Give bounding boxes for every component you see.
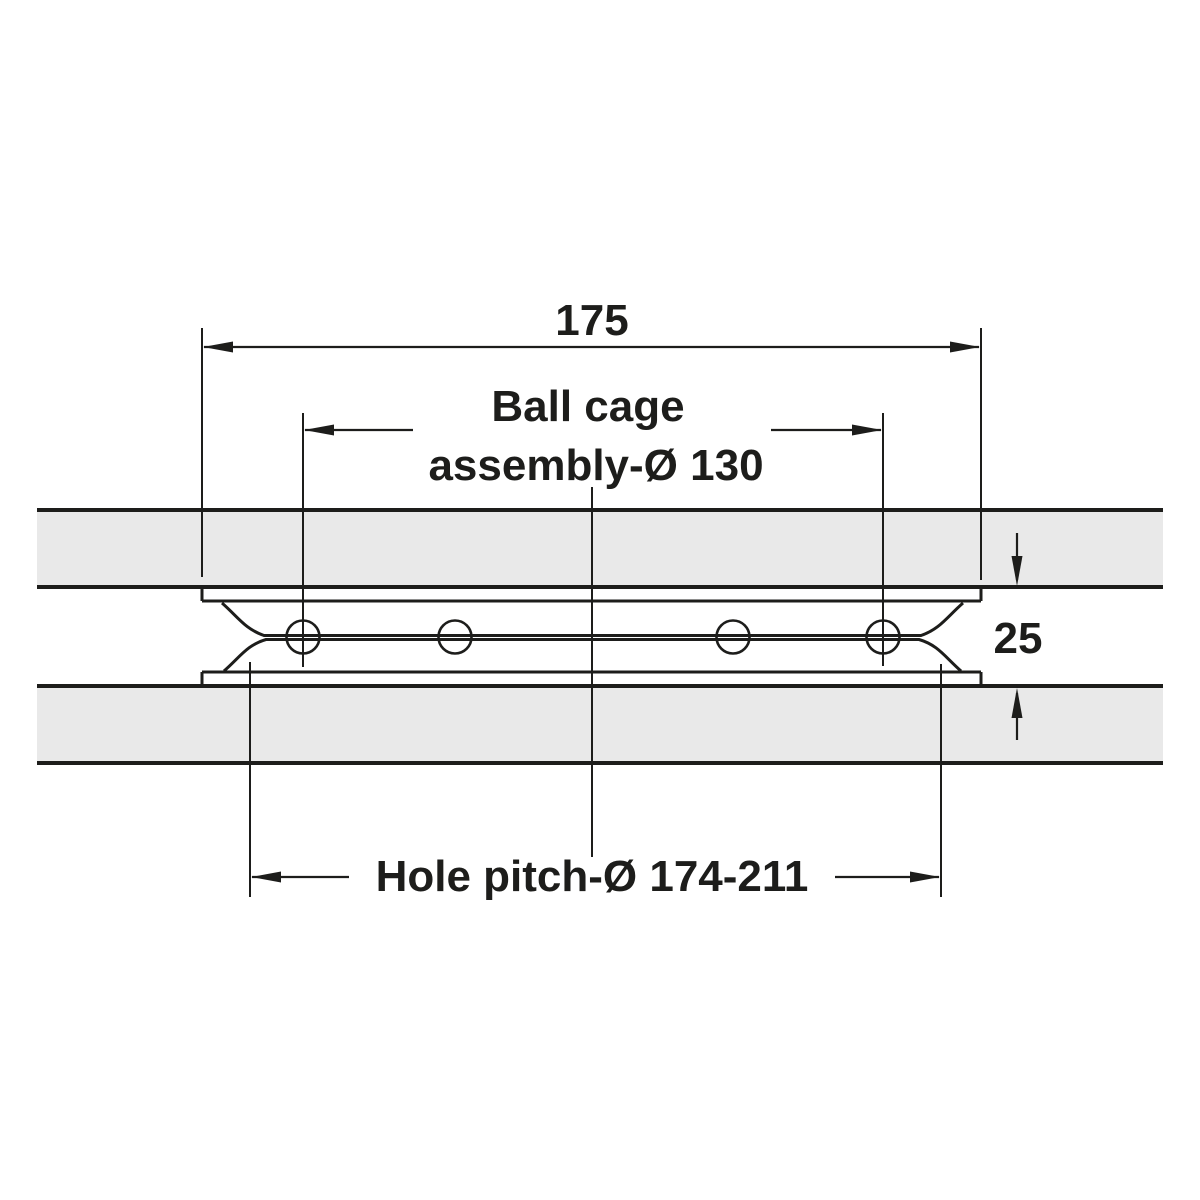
height-label: 25	[994, 614, 1043, 663]
labels: 175 Ball cage assembly-Ø 130 25 Hole pit…	[376, 296, 1043, 901]
linework	[37, 328, 1163, 897]
ball-cage-label-line2: assembly-Ø 130	[428, 441, 763, 490]
arrowhead-left-ball-cage	[304, 424, 334, 436]
hole-pitch-label: Hole pitch-Ø 174-211	[376, 852, 809, 901]
panel-fills	[37, 510, 1163, 763]
arrowhead-up-height	[1011, 688, 1023, 718]
lower-panel	[37, 686, 1163, 763]
arrowhead-left-hole-pitch	[251, 871, 281, 883]
arrowheads	[203, 341, 1023, 883]
ball-3	[715, 619, 751, 655]
arrowhead-right-hole-pitch	[910, 871, 940, 883]
overall-width-label: 175	[555, 296, 628, 345]
ball-cage-label-line1: Ball cage	[491, 382, 684, 431]
upper-panel	[37, 510, 1163, 587]
arrowhead-down-height	[1011, 556, 1023, 586]
arrowhead-right-width	[950, 341, 980, 353]
arrowhead-right-ball-cage	[852, 424, 882, 436]
arrowhead-left-width	[203, 341, 233, 353]
ball-2	[437, 619, 473, 655]
